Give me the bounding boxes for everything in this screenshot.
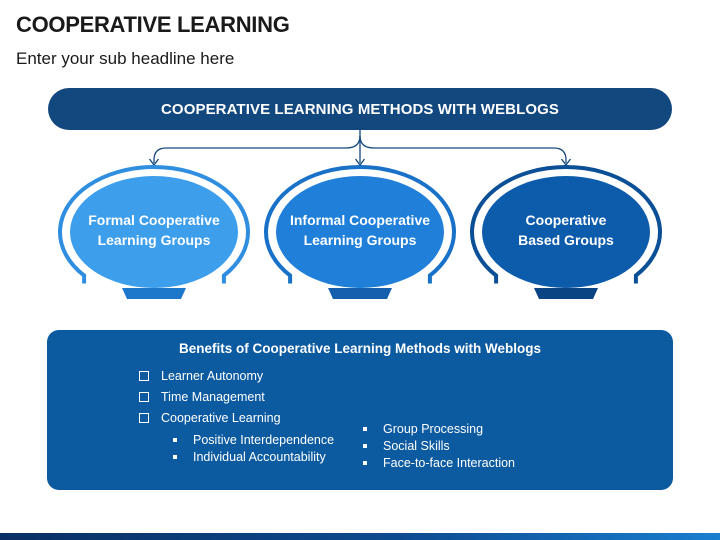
list-item: Face-to-face Interaction — [361, 455, 515, 472]
node-label-line: Based Groups — [518, 232, 614, 248]
list-item: Positive Interdependence — [171, 432, 334, 449]
checkbox-icon — [139, 392, 149, 402]
list-item: Cooperative Learning — [139, 408, 281, 429]
checkbox-icon — [139, 371, 149, 381]
list-item-label: Face-to-face Interaction — [383, 456, 516, 470]
list-item-label: Positive Interdependence — [193, 433, 335, 447]
list-item: Group Processing — [361, 421, 515, 438]
list-item-label: Group Processing — [383, 422, 484, 436]
list-item-label: Individual Accountability — [193, 450, 326, 464]
benefits-panel: Benefits of Cooperative Learning Methods… — [47, 330, 673, 490]
list-item: Learner Autonomy — [139, 366, 281, 387]
square-bullet-icon — [173, 438, 177, 442]
square-bullet-icon — [363, 427, 367, 431]
page-subtitle: Enter your sub headline here — [16, 49, 235, 68]
list-item-label: Time Management — [161, 390, 265, 404]
node-label-line: Learning Groups — [303, 232, 417, 248]
list-item-label: Learner Autonomy — [161, 369, 264, 383]
list-item: Individual Accountability — [171, 449, 334, 466]
list-item-label: Social Skills — [383, 439, 450, 453]
benefits-title: Benefits of Cooperative Learning Methods… — [178, 341, 542, 356]
square-bullet-icon — [363, 461, 367, 465]
connector-arrowhead — [560, 158, 572, 167]
list-item: Time Management — [139, 387, 281, 408]
node-tab — [328, 288, 392, 299]
square-bullet-icon — [173, 455, 177, 459]
list-item-label: Cooperative Learning — [161, 411, 281, 425]
connector-line — [359, 135, 567, 163]
checkbox-icon — [139, 413, 149, 423]
bottom-accent-bar — [0, 533, 720, 540]
connector-arrowhead — [354, 158, 366, 167]
page-title: COOPERATIVE LEARNING — [16, 12, 290, 37]
node-label-line: Learning Groups — [97, 232, 211, 248]
connector-arrows — [148, 130, 572, 167]
connector-arrowhead — [148, 158, 160, 167]
connector-line — [153, 135, 361, 163]
node-label-line: Cooperative — [525, 212, 607, 228]
square-bullet-icon — [363, 444, 367, 448]
node-tab — [122, 288, 186, 299]
node-label-line: Informal Cooperative — [289, 212, 431, 228]
root-banner-label: COOPERATIVE LEARNING METHODS WITH WEBLOG… — [161, 100, 559, 118]
root-banner: COOPERATIVE LEARNING METHODS WITH WEBLOG… — [48, 88, 672, 130]
list-item: Social Skills — [361, 438, 515, 455]
node-tab — [534, 288, 598, 299]
node-label-line: Formal Cooperative — [88, 212, 220, 228]
